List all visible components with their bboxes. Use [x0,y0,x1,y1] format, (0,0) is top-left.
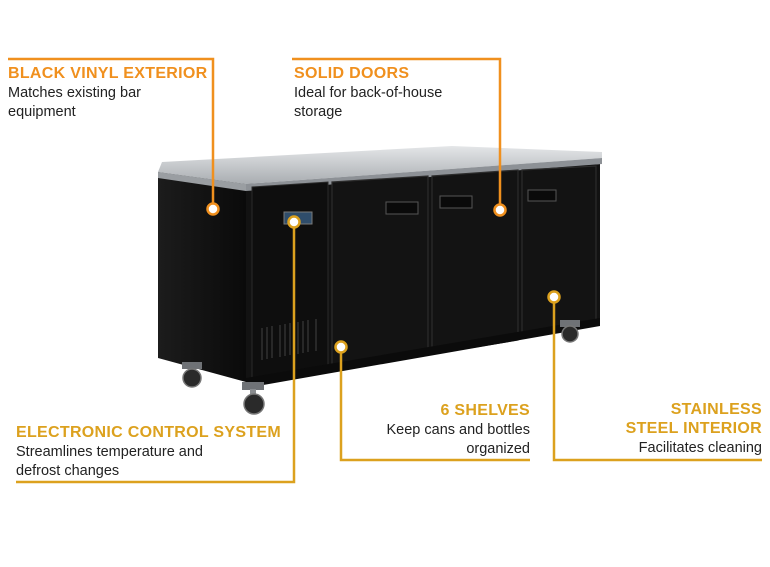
leader-electronic [16,222,296,484]
leader-solid-doors [292,57,502,209]
base-rail [246,318,600,388]
callout-dot-stainless [547,290,561,304]
callout-desc-line: Keep cans and bottles [386,422,531,438]
cabinet-side-panel [158,172,246,382]
callout-desc-line: defrost changes [16,463,120,479]
callout-dot-solid-doors [493,203,507,217]
door-handle-2 [439,195,473,209]
callout-title: ELECTRONIC CONTROL SYSTEM [16,424,281,441]
callout-stainless-steel-interior: STAINLESS STEEL INTERIOR Facilitates cle… [580,400,762,458]
callout-title-line: STAINLESS [670,401,762,418]
callout-solid-doors: SOLID DOORS Ideal for back-of-house stor… [294,64,442,122]
callout-title: SOLID DOORS [294,65,410,82]
leader-shelves [339,347,530,462]
callout-description: Streamlines temperature and defrost chan… [16,443,281,481]
callout-black-vinyl-exterior: BLACK VINYL EXTERIOR Matches existing ba… [8,64,208,122]
callout-description: Matches existing bar equipment [8,84,208,122]
countertop-side-edge [158,172,246,191]
callout-dot-electronic [287,215,301,229]
callout-description: Keep cans and bottles organized [340,421,531,459]
callout-desc-line: organized [466,441,530,457]
callout-dot-shelves [334,340,348,354]
callout-dot-black-vinyl [206,202,220,216]
bar-refrigerator [158,146,602,415]
door-handle-3 [527,189,557,202]
callout-desc-line: equipment [8,104,76,120]
callout-title: 6 SHELVES [440,402,530,419]
callout-6-shelves: 6 SHELVES Keep cans and bottles organize… [340,401,531,459]
callout-desc-line: Facilitates cleaning [638,440,762,456]
callout-description: Facilitates cleaning [580,439,762,458]
caster-front-right [560,320,580,343]
callout-title: BLACK VINYL EXTERIOR [8,65,208,82]
stainless-countertop [158,146,602,184]
vent-louvers [261,319,317,360]
caster-rear-left [182,362,202,388]
leader-stainless [552,297,762,462]
leader-black-vinyl [8,57,215,209]
callout-title: STAINLESS STEEL INTERIOR [580,400,762,438]
door-handle-1 [385,201,419,215]
callout-desc-line: Ideal for back-of-house [294,85,443,101]
callout-title-line: STEEL INTERIOR [625,420,762,437]
callout-desc-line: storage [294,104,343,120]
callout-leaders [8,57,762,484]
caster-front-left [242,382,265,415]
callout-desc-line: Matches existing bar [8,85,141,101]
callout-desc-line: Streamlines temperature and [16,444,203,460]
callout-description: Ideal for back-of-house storage [294,84,442,122]
callout-electronic-control-system: ELECTRONIC CONTROL SYSTEM Streamlines te… [16,423,281,481]
